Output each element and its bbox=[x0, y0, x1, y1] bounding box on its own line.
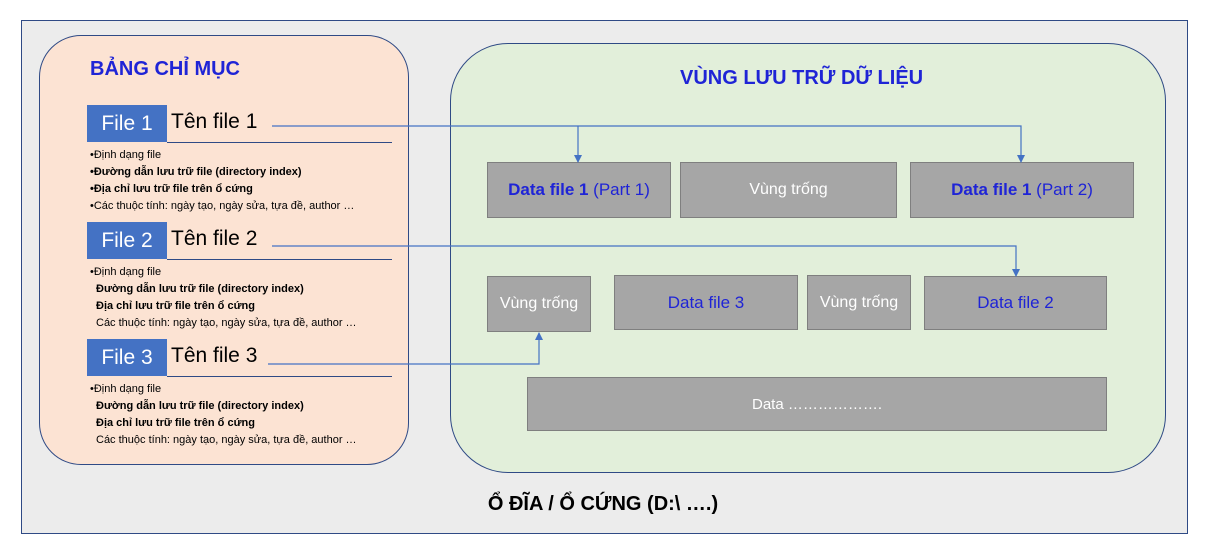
arrow-file1-to-part2 bbox=[272, 125, 1025, 163]
block-label-bold: Data file 1 bbox=[951, 180, 1032, 199]
block-data-file-2: Data file 2 bbox=[924, 276, 1107, 330]
attr-properties: Các thuộc tính: ngày tạo, ngày sửa, tựa … bbox=[96, 317, 357, 329]
arrow-file3-to-free-space bbox=[268, 332, 543, 365]
file-tag: File 1 bbox=[87, 105, 167, 142]
block-label: Vùng trống bbox=[749, 181, 828, 198]
file-name-underline bbox=[167, 376, 392, 377]
block-free-space-top: Vùng trống bbox=[680, 162, 897, 218]
block-data-file-1-part-2: Data file 1 (Part 2) bbox=[910, 162, 1134, 218]
block-free-space-left: Vùng trống bbox=[487, 276, 591, 332]
file-tag: File 2 bbox=[87, 222, 167, 259]
block-label: Data file 3 bbox=[667, 292, 745, 312]
file-tag: File 3 bbox=[87, 339, 167, 376]
block-label-rest: (Part 2) bbox=[1031, 180, 1093, 199]
file-name: Tên file 1 bbox=[171, 110, 258, 133]
file-name: Tên file 2 bbox=[171, 227, 258, 250]
block-label-bold: Data file 1 bbox=[508, 180, 589, 199]
file-attributes: •Định dạng file Đường dẫn lưu trữ file (… bbox=[90, 381, 357, 449]
block-label: Vùng trống bbox=[499, 295, 579, 312]
attr-address: Địa chỉ lưu trữ file trên ổ cứng bbox=[96, 300, 255, 312]
attr-properties: •Các thuộc tính: ngày tạo, ngày sửa, tựa… bbox=[90, 200, 355, 212]
block-label: Vùng trống bbox=[819, 293, 899, 311]
attr-path: Đường dẫn lưu trữ file (directory index) bbox=[96, 400, 304, 412]
attr-format: •Định dạng file bbox=[90, 149, 162, 161]
block-label: Data ………………. bbox=[751, 395, 883, 413]
index-table-title: BẢNG CHỈ MỤC bbox=[90, 58, 240, 80]
file-name: Tên file 3 bbox=[171, 344, 258, 367]
drive-label: Ổ ĐĨA / Ổ CỨNG (D:\ ….) bbox=[487, 493, 719, 515]
file-name-underline bbox=[167, 142, 392, 143]
storage-area-title: VÙNG LƯU TRỮ DỮ LIỆU bbox=[680, 67, 924, 89]
attr-format: •Định dạng file bbox=[90, 383, 162, 395]
file-attributes: •Định dạng file Đường dẫn lưu trữ file (… bbox=[90, 264, 357, 332]
arrow-file2-to-data2 bbox=[272, 245, 1020, 277]
attr-properties: Các thuộc tính: ngày tạo, ngày sửa, tựa … bbox=[96, 434, 357, 446]
block-data-bottom: Data ………………. bbox=[527, 377, 1107, 431]
file-attributes: •Định dạng file •Đường dẫn lưu trữ file … bbox=[90, 147, 354, 215]
attr-address: •Địa chỉ lưu trữ file trên ổ cứng bbox=[90, 183, 253, 195]
attr-format: •Định dạng file bbox=[90, 266, 162, 278]
attr-path: Đường dẫn lưu trữ file (directory index) bbox=[96, 283, 304, 295]
file-name-underline bbox=[167, 259, 392, 260]
block-label-rest: (Part 1) bbox=[588, 180, 650, 199]
attr-address: Địa chỉ lưu trữ file trên ổ cứng bbox=[96, 417, 255, 429]
block-free-space-mid: Vùng trống bbox=[807, 275, 911, 330]
block-data-file-1-part-1: Data file 1 (Part 1) bbox=[487, 162, 671, 218]
block-data-file-3: Data file 3 bbox=[614, 275, 798, 330]
attr-path: •Đường dẫn lưu trữ file (directory index… bbox=[90, 166, 302, 178]
block-label: Data file 2 bbox=[977, 293, 1054, 312]
